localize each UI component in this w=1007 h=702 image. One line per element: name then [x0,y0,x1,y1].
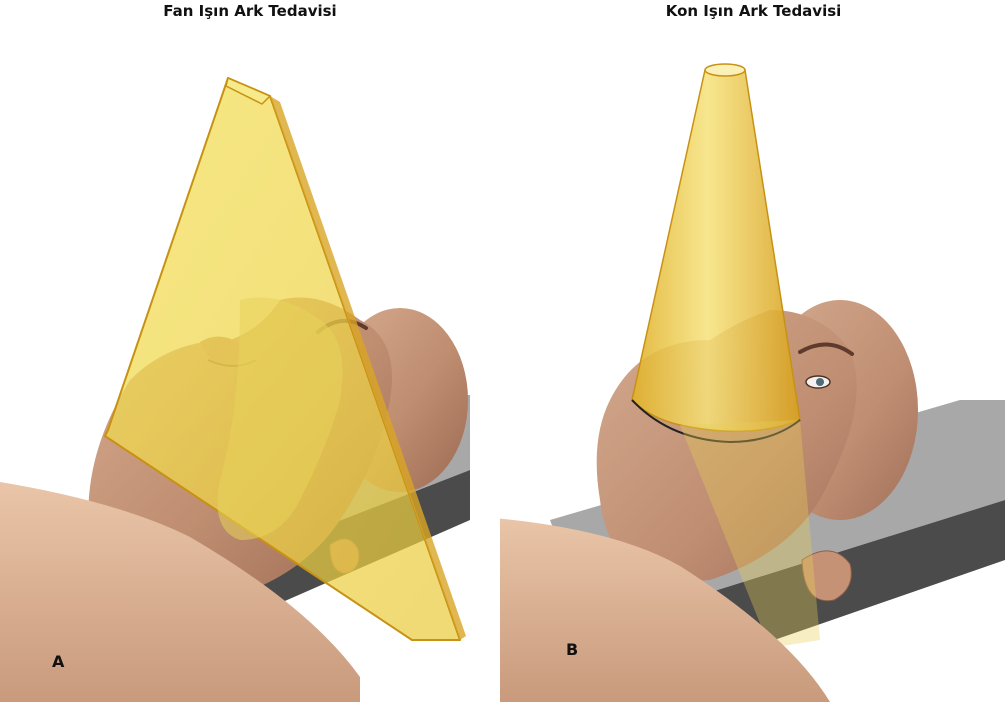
iris [816,378,824,386]
fan-beam-illustration [0,0,500,702]
cone-beam-top [705,64,745,76]
panel-label-a: A [52,652,64,671]
cone-beam [632,70,800,431]
panel-title-cone-beam: Kon Işın Ark Tedavisi [500,2,1007,20]
cone-beam-illustration [500,0,1007,702]
panel-fan-beam: Fan Işın Ark Tedavisi [0,0,500,702]
panel-label-b: B [566,640,578,659]
panel-title-fan-beam: Fan Işın Ark Tedavisi [0,2,500,20]
panel-cone-beam: Kon Işın Ark Tedavisi [500,0,1007,702]
